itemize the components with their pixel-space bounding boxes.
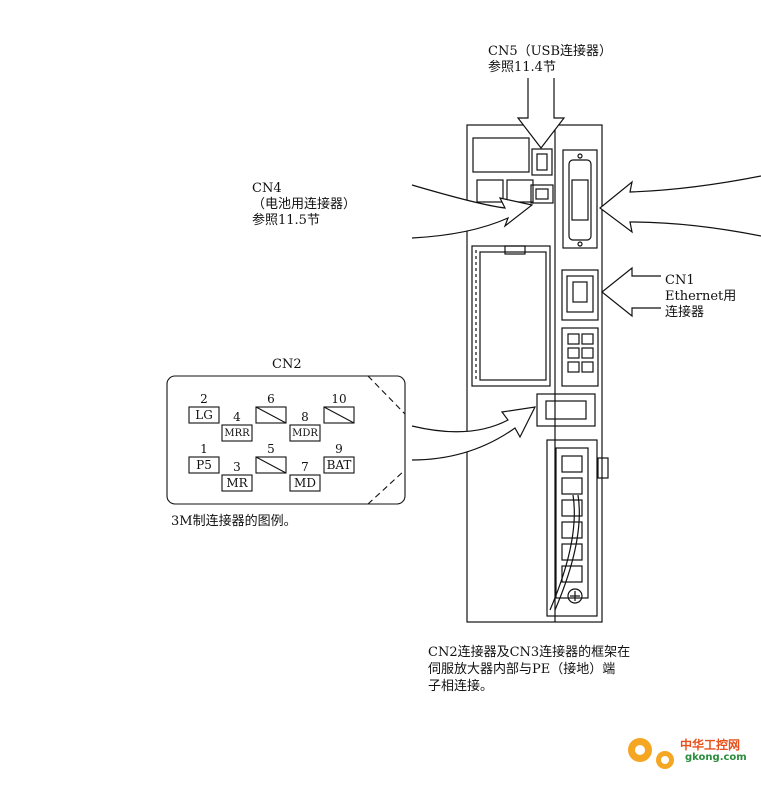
frame-note-line1: CN2连接器及CN3连接器的框架在	[428, 645, 631, 660]
pin-number: 6	[267, 392, 275, 406]
cn1-label: CN1	[665, 273, 695, 288]
pin-signal: MDR	[292, 428, 318, 439]
pin-number: 9	[335, 442, 343, 456]
cn2-title: CN2	[272, 357, 302, 372]
cn3-port	[562, 149, 598, 249]
pin-signal: BAT	[326, 458, 352, 472]
power-terminal-block	[546, 439, 598, 617]
pin-number: 5	[267, 442, 275, 456]
cn5-ref: 参照11.4节	[488, 60, 556, 75]
cn2-port	[536, 393, 596, 427]
cn4-arrow	[411, 184, 534, 239]
cn2-pin-diagram-box	[166, 375, 406, 505]
pin-signal: MRR	[224, 428, 250, 439]
cn2-arrow	[411, 406, 537, 461]
pin-signal: MR	[226, 476, 248, 490]
cn1-arrow	[601, 266, 661, 318]
cn5-arrow	[516, 78, 566, 149]
pin-number: 1	[200, 442, 208, 456]
pin-signal: P5	[196, 458, 212, 472]
cn4-label: CN4	[252, 181, 282, 196]
cn5-label: CN5（USB连接器）	[488, 44, 613, 59]
cn4-port	[530, 184, 554, 204]
cn4-ref: 参照11.5节	[252, 213, 320, 228]
cn1-desc: Ethernet用	[665, 289, 737, 304]
cn3-arrow	[599, 175, 761, 237]
cn4-desc: （电池用连接器）	[252, 197, 357, 212]
cn5-port	[531, 148, 553, 176]
cn1-desc2: 连接器	[665, 305, 705, 320]
watermark-url: gkong.com	[685, 752, 747, 763]
frame-note-line2: 伺服放大器内部与PE（接地）端	[428, 662, 616, 677]
gkong-logo	[628, 738, 674, 769]
pin-number: 8	[301, 410, 309, 424]
pin-number: 3	[233, 460, 241, 474]
frame-note-line3: 子相连接。	[428, 679, 494, 694]
pin-number: 2	[200, 392, 208, 406]
pin-number: 7	[301, 460, 309, 474]
pin-signal: LG	[195, 408, 213, 422]
watermark-name: 中华工控网	[680, 738, 741, 752]
cn1-port	[561, 269, 599, 321]
pin-number: 4	[233, 410, 241, 424]
pin-signal: MD	[294, 476, 316, 490]
cn2-caption: 3M制连接器的图例。	[171, 514, 297, 529]
pin-number: 10	[331, 392, 347, 406]
